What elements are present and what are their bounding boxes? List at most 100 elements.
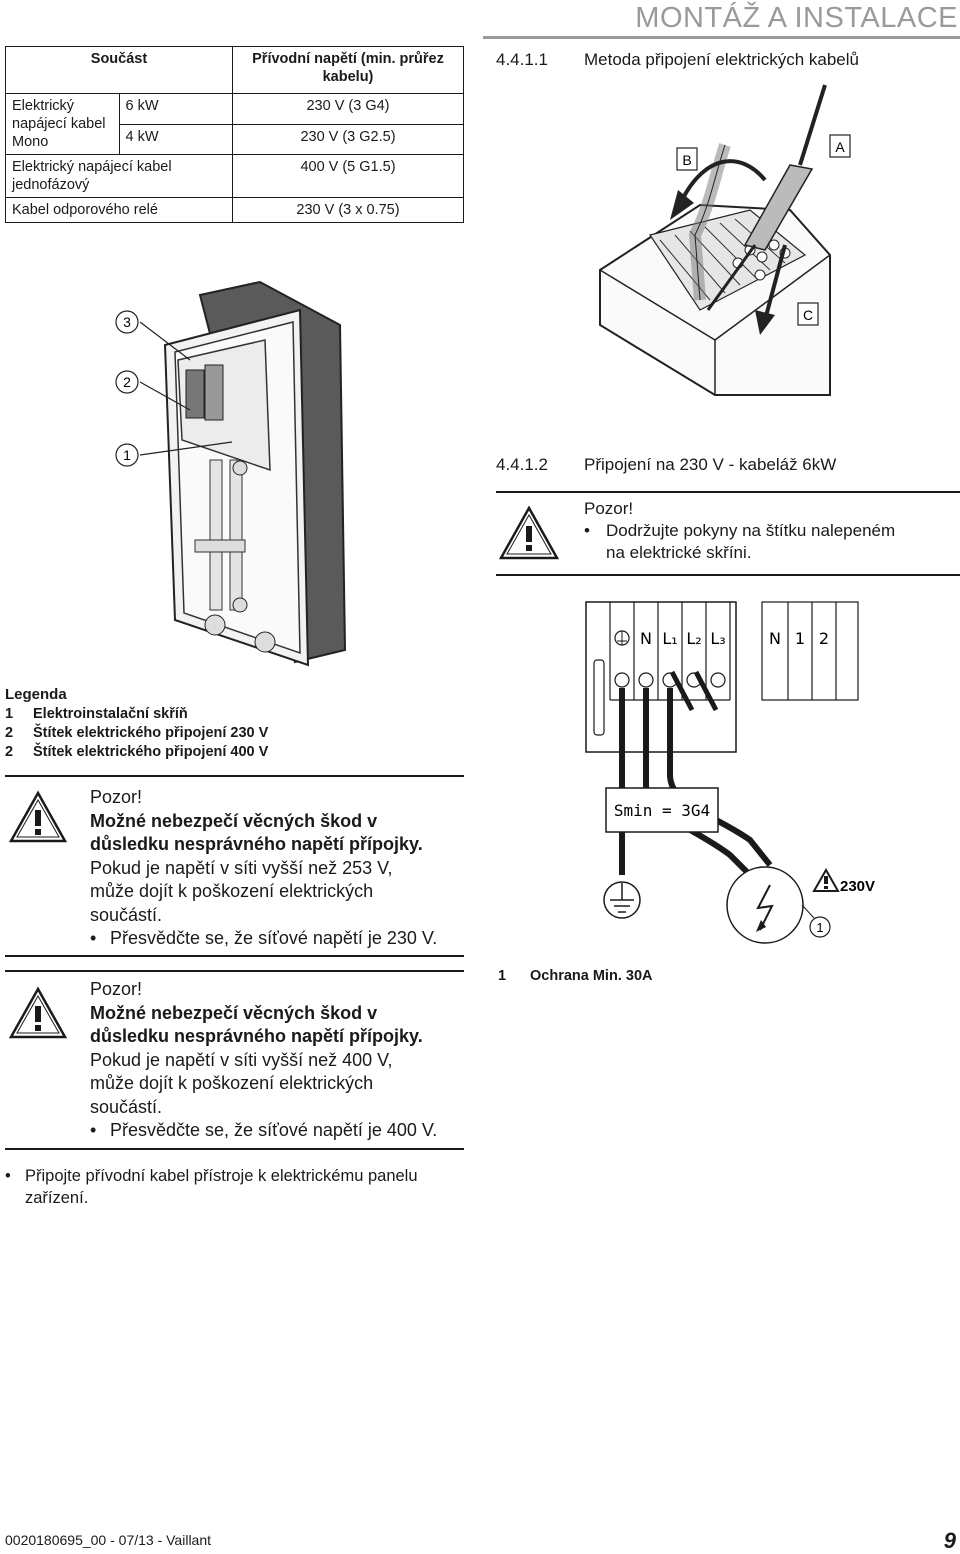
table-cell-sub: 6 kW: [118, 93, 233, 125]
callout-2: [115, 370, 139, 394]
wiring-diagram: N L₁ L₂ L₃ N 1 2 Smin = 3G4 1 230V: [585, 601, 875, 944]
warning-bullet: • Přesvědčte se, že síťové napětí je 230 …: [90, 927, 437, 951]
note-divider: [496, 491, 960, 493]
label-a: A: [835, 139, 845, 155]
terminal-aux-n: N: [769, 629, 781, 648]
label-c-box: [797, 302, 819, 326]
note-bullet-line: • Dodržujte pokyny na štítku nalepeném: [584, 520, 895, 542]
note-text: Dodržujte pokyny na štítku nalepeném: [606, 521, 896, 540]
section-number: 4.4.1.1: [496, 50, 548, 69]
legend-text: Elektroinstalační skříň: [33, 706, 188, 722]
table-cell-sub: 4 kW: [118, 123, 233, 155]
warning-title: Pozor!: [90, 787, 143, 807]
legend-item: 1 Ochrana Min. 30A: [498, 968, 652, 984]
warning-bold-line: Možné nebezpečí věcných škod v: [90, 1002, 378, 1023]
header-rule: [483, 36, 960, 39]
legend-num: 2: [5, 725, 14, 741]
legend-num: 1: [5, 706, 14, 722]
chapter-title: MONTÁŽ A INSTALACE: [635, 2, 958, 34]
legend-num: 1: [498, 968, 507, 984]
label-b-box: [676, 147, 698, 171]
warning-text-line: součástí.: [90, 1096, 163, 1117]
power-supply-icon: [726, 866, 804, 944]
footer-doc-id: 0020180695_00 - 07/13 - Vaillant: [5, 1532, 212, 1548]
wiring-callout-label: 1: [816, 920, 823, 935]
instruction-line: Připojte přívodní kabel přístroje k elek…: [25, 1167, 418, 1185]
warning-divider: [5, 775, 464, 777]
warning-text-line: Pokud je napětí v síti vyšší než 253 V,: [90, 857, 393, 878]
warning-bullet-text: Přesvědčte se, že síťové napětí je 230 V…: [110, 928, 438, 948]
warning-text-line: součástí.: [90, 904, 163, 925]
warning-triangle-icon: [8, 790, 68, 843]
warning-triangle-icon: [8, 986, 68, 1039]
note-block: Pozor! • Dodržujte pokyny na štítku nalep…: [584, 498, 895, 564]
table-cell-part: Elektrický napájecí kabel jednofázový: [5, 154, 233, 198]
warning-divider: [5, 970, 464, 972]
terminal-l1: L₁: [662, 629, 677, 648]
bullet-icon: •: [584, 521, 590, 540]
warning-text-line: Pokud je napětí v síti vyšší než 400 V,: [90, 1049, 393, 1070]
label-b: B: [682, 152, 691, 168]
warning-title: Pozor!: [90, 979, 143, 999]
terminal-n: N: [640, 629, 652, 648]
legend-text: Štítek elektrického připojení 230 V: [33, 725, 269, 741]
wiring-callout-1: [809, 916, 831, 938]
warning-block-400: Pozor! Možné nebezpečí věcných škod v dů…: [90, 978, 437, 1143]
table-header-voltage: Přívodní napětí (min. průřez kabelu): [232, 46, 464, 94]
terminal-l3: L₃: [710, 629, 725, 648]
table-cell-value: 230 V (3 x 0.75): [232, 197, 464, 223]
table-cell-value: 230 V (3 G2.5): [232, 123, 464, 155]
smin-label: Smin = 3G4: [614, 801, 710, 820]
legend-text: Ochrana Min. 30A: [530, 968, 653, 984]
section-number: 4.4.1.2: [496, 455, 548, 474]
voltage-label: 230V: [840, 878, 875, 895]
warning-bold-line: Možné nebezpečí věcných škod v: [90, 810, 378, 831]
warning-divider: [5, 1148, 464, 1150]
table-header-part: Součást: [5, 46, 233, 94]
callout-3-label: 3: [123, 314, 131, 330]
terminal-aux-2: 2: [819, 629, 829, 648]
instruction: • Připojte přívodní kabel přístroje k el…: [5, 1165, 418, 1209]
warning-text-line: může dojít k poškození elektrických: [90, 881, 374, 901]
warning-bullet-text: Přesvědčte se, že síťové napětí je 400 V…: [110, 1120, 438, 1140]
table-cell-part: Kabel odporového relé: [5, 197, 233, 223]
label-c: C: [803, 307, 813, 323]
cable-connection-figure: B A C: [599, 84, 851, 396]
electrical-box-figure: 3 2 1: [115, 280, 347, 667]
warning-divider: [5, 955, 464, 957]
legend-num: 2: [5, 744, 14, 760]
instruction-line: zařízení.: [25, 1189, 89, 1207]
section-heading-4-4-1-2: 4.4.1.2 Připojení na 230 V - kabeláž 6kW: [496, 455, 836, 475]
section-title: Připojení na 230 V - kabeláž 6kW: [584, 455, 837, 474]
callout-3: [115, 310, 139, 334]
warning-bold-line: důsledku nesprávného napětí přípojky.: [90, 1026, 423, 1046]
callout-2-label: 2: [123, 374, 131, 390]
warning-bullet: • Přesvědčte se, že síťové napětí je 400 …: [90, 1119, 437, 1143]
smin-box: [605, 787, 719, 833]
terminal-aux-1: 1: [795, 629, 805, 648]
legend-item: 2 Štítek elektrického připojení 400 V: [5, 744, 268, 760]
page-number: 9: [943, 1528, 956, 1553]
bullet-icon: •: [5, 1167, 11, 1185]
table-cell-part: Elektrický napájecí kabel Mono: [5, 93, 120, 155]
label-a-box: [829, 134, 851, 158]
warning-bold-line: důsledku nesprávného napětí přípojky.: [90, 834, 423, 854]
note-text: na elektrické skříni.: [606, 543, 752, 562]
warning-triangle-icon: [498, 505, 560, 560]
table-cell-value: 230 V (3 G4): [232, 93, 464, 125]
legend-title: Legenda: [5, 686, 67, 703]
legend-text: Štítek elektrického připojení 400 V: [33, 744, 269, 760]
terminal-l2: L₂: [686, 629, 701, 648]
warning-block-230: Pozor! Možné nebezpečí věcných škod v dů…: [90, 786, 437, 951]
note-title: Pozor!: [584, 499, 634, 518]
warning-text-line: může dojít k poškození elektrických: [90, 1073, 374, 1093]
bullet-icon: •: [90, 928, 97, 948]
callout-1-label: 1: [123, 447, 131, 463]
bullet-icon: •: [90, 1120, 97, 1140]
table-cell-value: 400 V (5 G1.5): [232, 154, 464, 198]
legend-item: 2 Štítek elektrického připojení 230 V: [5, 725, 268, 741]
legend-item: 1 Elektroinstalační skříň: [5, 706, 188, 722]
callout-1: [115, 443, 139, 467]
spec-table: Součást Přívodní napětí (min. průřez kab…: [5, 46, 464, 223]
